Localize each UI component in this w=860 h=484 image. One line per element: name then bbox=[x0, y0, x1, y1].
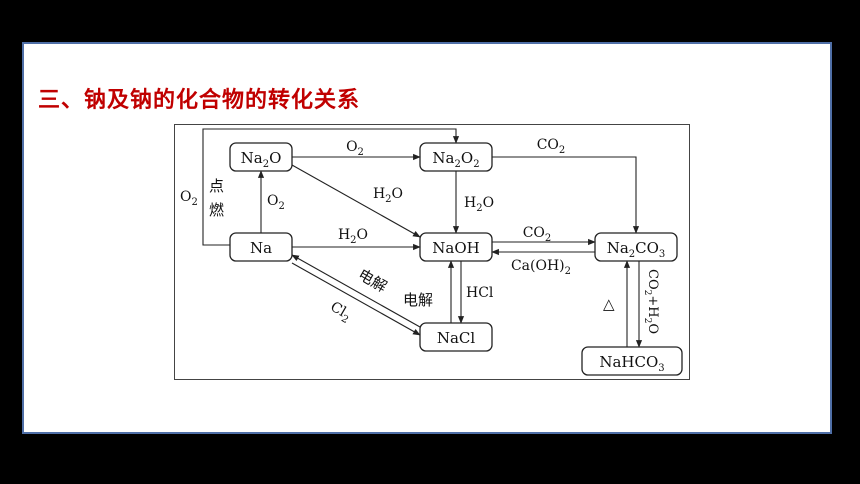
arrow-na-to-na2o2-outer bbox=[202, 128, 460, 246]
node-na: Na bbox=[250, 239, 272, 257]
label-h2o-na2o2: H2O bbox=[464, 195, 494, 214]
arrow-na2o-to-naoh bbox=[291, 164, 421, 238]
conversion-diagram: Na2O Na2O2 Na NaOH Na2CO3 NaCl NaHCO3 bbox=[174, 124, 690, 380]
node-na2o2: Na2O2 bbox=[432, 149, 479, 170]
arrow-na2o2-to-na2co3 bbox=[492, 156, 640, 234]
label-electrolysis-1: 电解 bbox=[355, 265, 390, 296]
label-cl2: Cl2 bbox=[326, 299, 354, 326]
node-nahco3: NaHCO3 bbox=[599, 353, 664, 374]
arrow-nacl-to-na bbox=[291, 254, 421, 328]
node-nacl-box bbox=[419, 322, 493, 352]
node-nahco3-box bbox=[581, 346, 683, 376]
label-h2o-na2o: H2O bbox=[373, 186, 403, 205]
label-o2-outer: O2 bbox=[180, 189, 198, 208]
node-na2o: Na2O bbox=[241, 149, 282, 170]
label-hcl: HCl bbox=[466, 285, 494, 301]
label-ignite-2: 燃 bbox=[209, 201, 224, 219]
label-caoh2: Ca(OH)2 bbox=[511, 258, 571, 277]
node-na2co3: Na2CO3 bbox=[607, 239, 666, 260]
node-nacl: NaCl bbox=[437, 329, 476, 347]
label-h2o-na: H2O bbox=[338, 227, 368, 246]
diagram-canvas: Na2O Na2O2 Na NaOH Na2CO3 NaCl NaHCO3 bbox=[180, 128, 683, 376]
node-naoh: NaOH bbox=[432, 239, 479, 257]
label-ignite-1: 点 bbox=[209, 177, 224, 195]
label-co2-naoh: CO2 bbox=[523, 225, 552, 244]
section-title: 三、钠及钠的化合物的转化关系 bbox=[38, 88, 361, 113]
label-co2-h2o: CO2+H2O bbox=[642, 269, 660, 334]
label-co2-top: CO2 bbox=[537, 137, 566, 156]
arrow-na-to-nacl bbox=[291, 262, 421, 336]
label-heat: △ bbox=[603, 295, 615, 313]
slide: 三、钠及钠的化合物的转化关系 Na2O Na2O2 Na NaOH Na2CO3… bbox=[22, 42, 832, 434]
label-o2-top: O2 bbox=[346, 139, 364, 158]
label-o2-na: O2 bbox=[267, 193, 285, 212]
label-electrolysis-2: 电解 bbox=[403, 291, 433, 309]
